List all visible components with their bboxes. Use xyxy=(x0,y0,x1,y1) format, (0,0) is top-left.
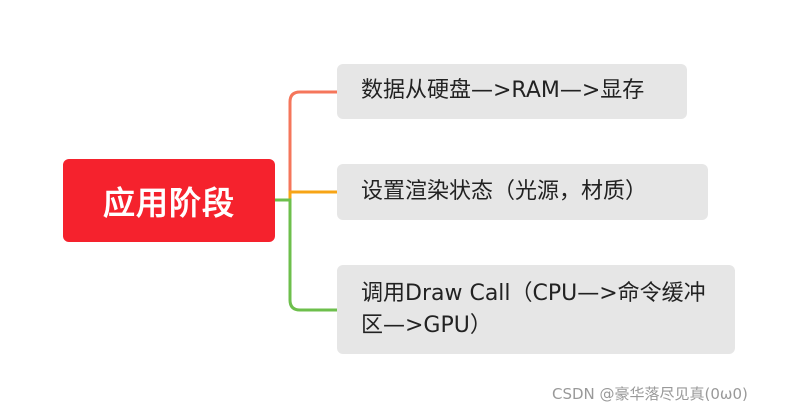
branch-node-2-label: 设置渲染状态（光源，材质） xyxy=(361,179,648,204)
branch-node-2: 设置渲染状态（光源，材质） xyxy=(337,164,708,220)
branch-node-3: 调用Draw Call（CPU—>命令缓冲区—>GPU） xyxy=(337,265,735,354)
root-node-label: 应用阶段 xyxy=(102,183,235,222)
connector-line-branch-1 xyxy=(275,90,337,202)
branch-node-3-label: 调用Draw Call（CPU—>命令缓冲区—>GPU） xyxy=(361,281,706,338)
branch-node-1-label: 数据从硬盘—>RAM—>显存 xyxy=(361,78,645,103)
branch-node-1: 数据从硬盘—>RAM—>显存 xyxy=(337,64,687,119)
watermark-text: CSDN @豪华落尽见真(0ω0) xyxy=(552,385,748,403)
connector-line-branch-3 xyxy=(275,198,337,312)
root-node: 应用阶段 xyxy=(63,159,275,242)
